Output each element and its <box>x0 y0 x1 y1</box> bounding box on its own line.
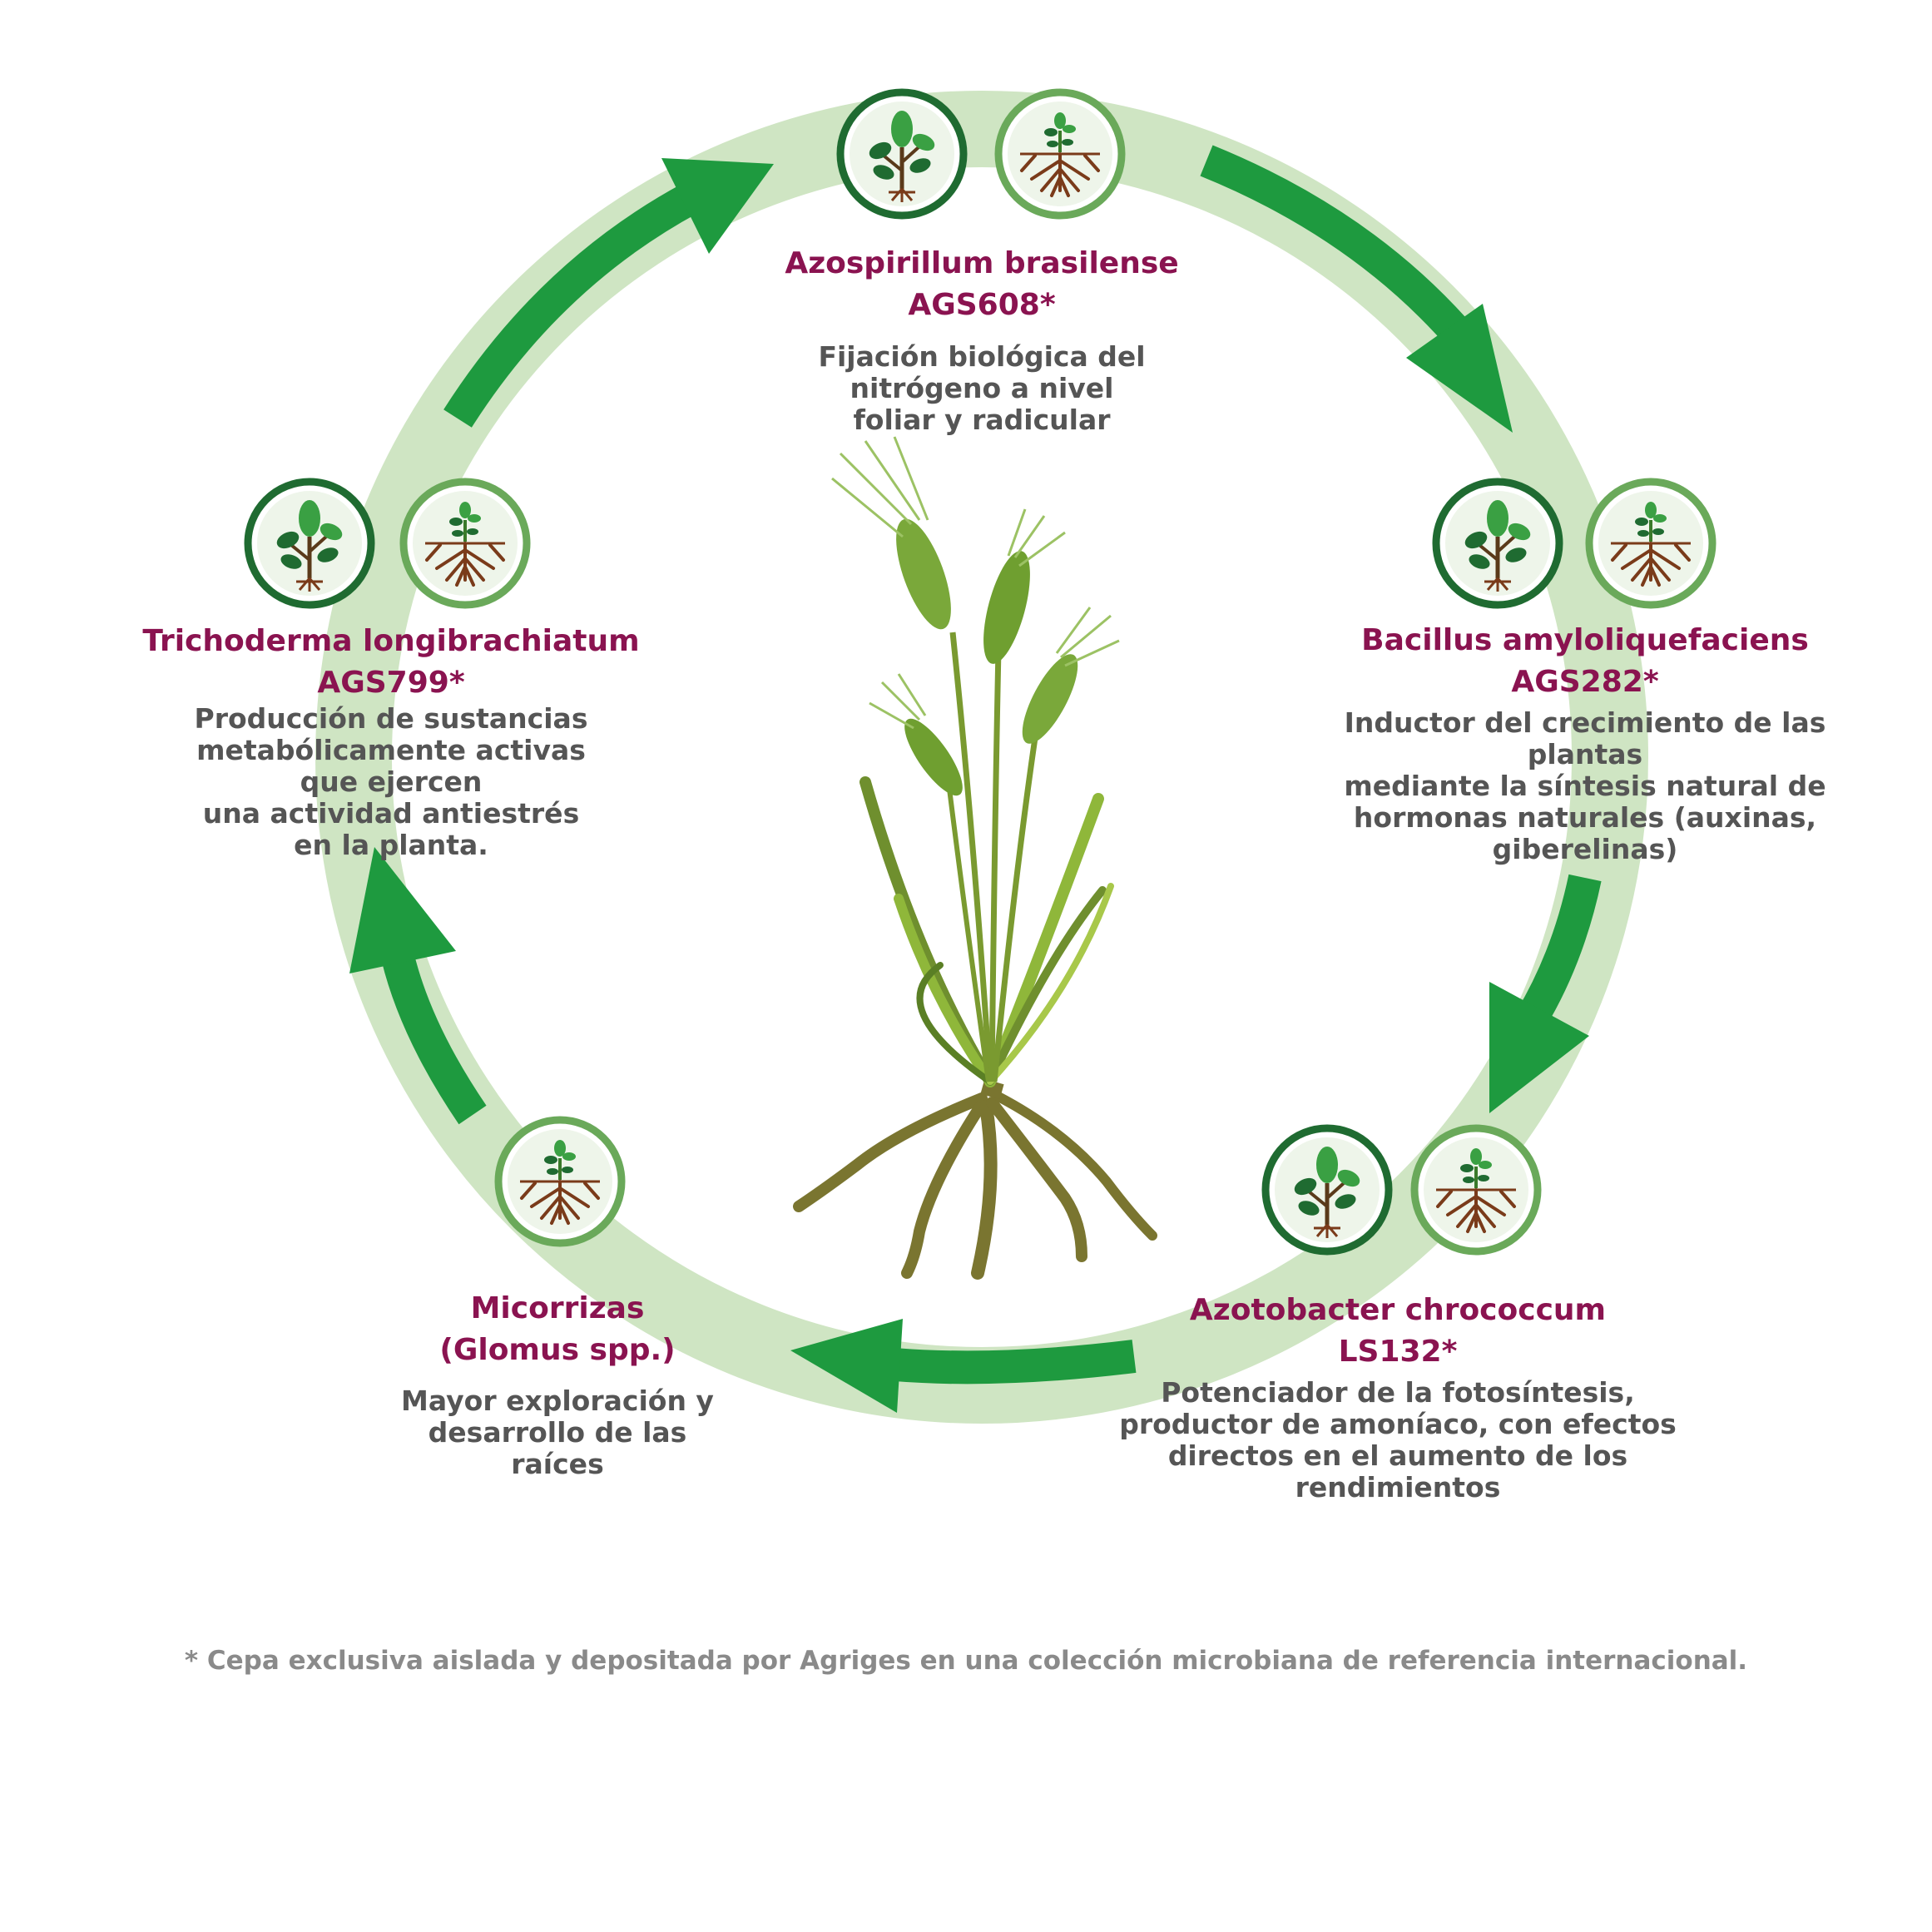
arrow-right <box>1489 874 1602 1113</box>
node-desc-line: Mayor exploración y <box>401 1385 714 1417</box>
node-desc-line: metabólicamente activas <box>196 734 586 766</box>
leaf-plant-icon <box>248 482 371 605</box>
leaf-plant-icon <box>1266 1128 1389 1251</box>
node-micorrizas-desc: Mayor exploración y desarrollo de las ra… <box>358 1385 757 1480</box>
root-plant-icon <box>1589 482 1712 605</box>
node-title-line: LS132* <box>1338 1335 1458 1369</box>
node-desc-line: en la planta. <box>294 829 488 861</box>
node-desc-line: plantas <box>1527 738 1643 770</box>
node-desc-line: Fijación biológica del <box>818 340 1146 373</box>
node-desc-line: giberelinas) <box>1492 833 1678 865</box>
root-plant-icon <box>498 1120 622 1243</box>
arrow-top-right <box>1200 145 1513 433</box>
node-desc-line: Potenciador de la fotosíntesis, <box>1161 1376 1635 1409</box>
node-desc-line: Inductor del crecimiento de las <box>1344 706 1826 739</box>
cycle-ring <box>315 91 1648 1424</box>
node-azotobacter-title: Azotobacter chrococcum LS132* <box>1098 1290 1697 1373</box>
wheat-plant-illustration <box>793 436 1157 1280</box>
node-bacillus-title: Bacillus amyloliquefaciens AGS282* <box>1298 620 1872 703</box>
footnote: * Cepa exclusiva aislada y depositada po… <box>184 1646 1748 1676</box>
arrow-top-left <box>443 158 774 428</box>
node-desc-line: productor de amoníaco, con efectos <box>1119 1408 1677 1440</box>
node-desc-line: desarrollo de las <box>428 1416 687 1449</box>
node-title-line: AGS799* <box>317 666 465 700</box>
node-bacillus-desc: Inductor del crecimiento de las plantas … <box>1298 707 1872 865</box>
node-azotobacter-desc: Potenciador de la fotosíntesis, producto… <box>1082 1377 1714 1503</box>
node-desc-line: rendimientos <box>1295 1471 1501 1503</box>
node-title-line: Micorrizas <box>470 1291 645 1325</box>
arrow-left <box>349 847 487 1125</box>
node-desc-line: directos en el aumento de los <box>1167 1439 1628 1472</box>
node-desc-line: raíces <box>511 1448 604 1480</box>
node-title-line: Bacillus amyloliquefaciens <box>1361 623 1809 657</box>
node-trichoderma-desc: Producción de sustancias metabólicamente… <box>92 703 691 861</box>
node-title-line: AGS608* <box>908 288 1056 322</box>
node-desc-line: hormonas naturales (auxinas, <box>1353 801 1817 834</box>
arrow-bottom <box>790 1319 1137 1413</box>
node-trichoderma-title: Trichoderma longibrachiatum AGS799* <box>92 621 691 704</box>
root-plant-icon <box>404 482 527 605</box>
node-desc-line: una actividad antiestrés <box>202 797 580 830</box>
leaf-plant-icon <box>1436 482 1559 605</box>
node-desc-line: nitrógeno a nivel <box>850 372 1114 404</box>
node-title-line: (Glomus spp.) <box>439 1333 676 1367</box>
leaf-plant-icon <box>840 92 964 215</box>
node-desc-line: mediante la síntesis natural de <box>1344 770 1826 802</box>
node-azospirillum-desc: Fijación biológica del nitrógeno a nivel… <box>732 341 1231 436</box>
node-desc-line: que ejercen <box>300 765 483 798</box>
node-title-line: Trichoderma longibrachiatum <box>142 624 640 658</box>
root-plant-icon <box>998 92 1122 215</box>
node-title-line: AGS282* <box>1511 665 1659 699</box>
root-plant-icon <box>1414 1128 1538 1251</box>
node-micorrizas-title: Micorrizas (Glomus spp.) <box>358 1288 757 1371</box>
node-title-line: Azotobacter chrococcum <box>1189 1293 1607 1327</box>
node-title-line: Azospirillum brasilense <box>785 246 1179 280</box>
node-azospirillum-title: Azospirillum brasilense AGS608* <box>732 243 1231 326</box>
node-desc-line: foliar y radicular <box>853 404 1111 436</box>
node-desc-line: Producción de sustancias <box>194 702 588 735</box>
